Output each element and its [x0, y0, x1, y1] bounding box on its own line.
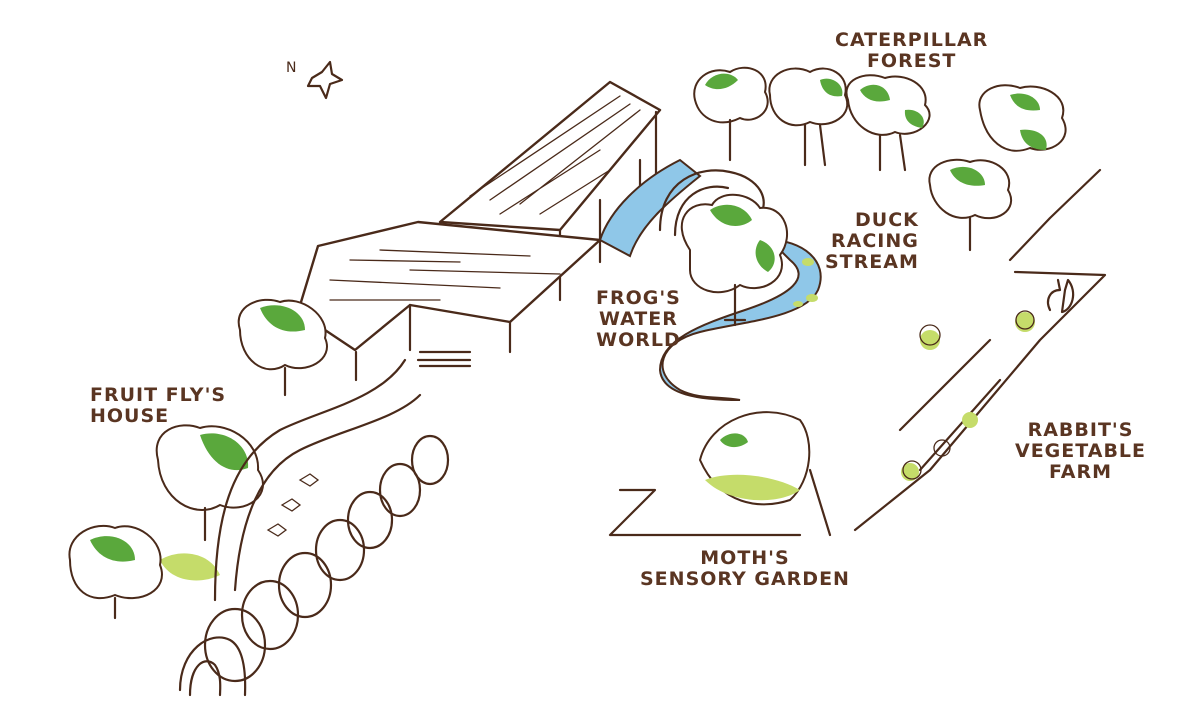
label-frogs-water-world: FROG'S WATER WORLD	[596, 287, 681, 351]
rabbit-icon	[1046, 278, 1075, 314]
label-duck-racing-stream: DUCK RACING STREAM	[825, 209, 919, 273]
moth-sensory-garden	[608, 411, 832, 537]
tyre-tunnel	[178, 434, 450, 697]
caterpillar-forest-trees	[693, 66, 1067, 252]
label-caterpillar-forest: CATERPILLAR FOREST	[835, 29, 989, 72]
fruit-fly-house-trees	[68, 298, 328, 620]
label-rabbits-vegetable-farm: RABBIT'S VEGETABLE FARM	[1015, 419, 1147, 483]
label-moths-sensory-garden: MOTH'S SENSORY GARDEN	[640, 547, 850, 590]
label-fruit-flys-house: FRUIT FLY'S HOUSE	[90, 384, 227, 427]
vegetable-farm-beds	[853, 168, 1107, 532]
compass-north-label: N	[286, 60, 296, 76]
compass-star-icon: N	[286, 60, 344, 100]
tunnel-arches	[658, 169, 765, 237]
shed-front-roof	[296, 220, 602, 382]
central-tree	[680, 193, 789, 327]
stone-path	[213, 358, 422, 602]
